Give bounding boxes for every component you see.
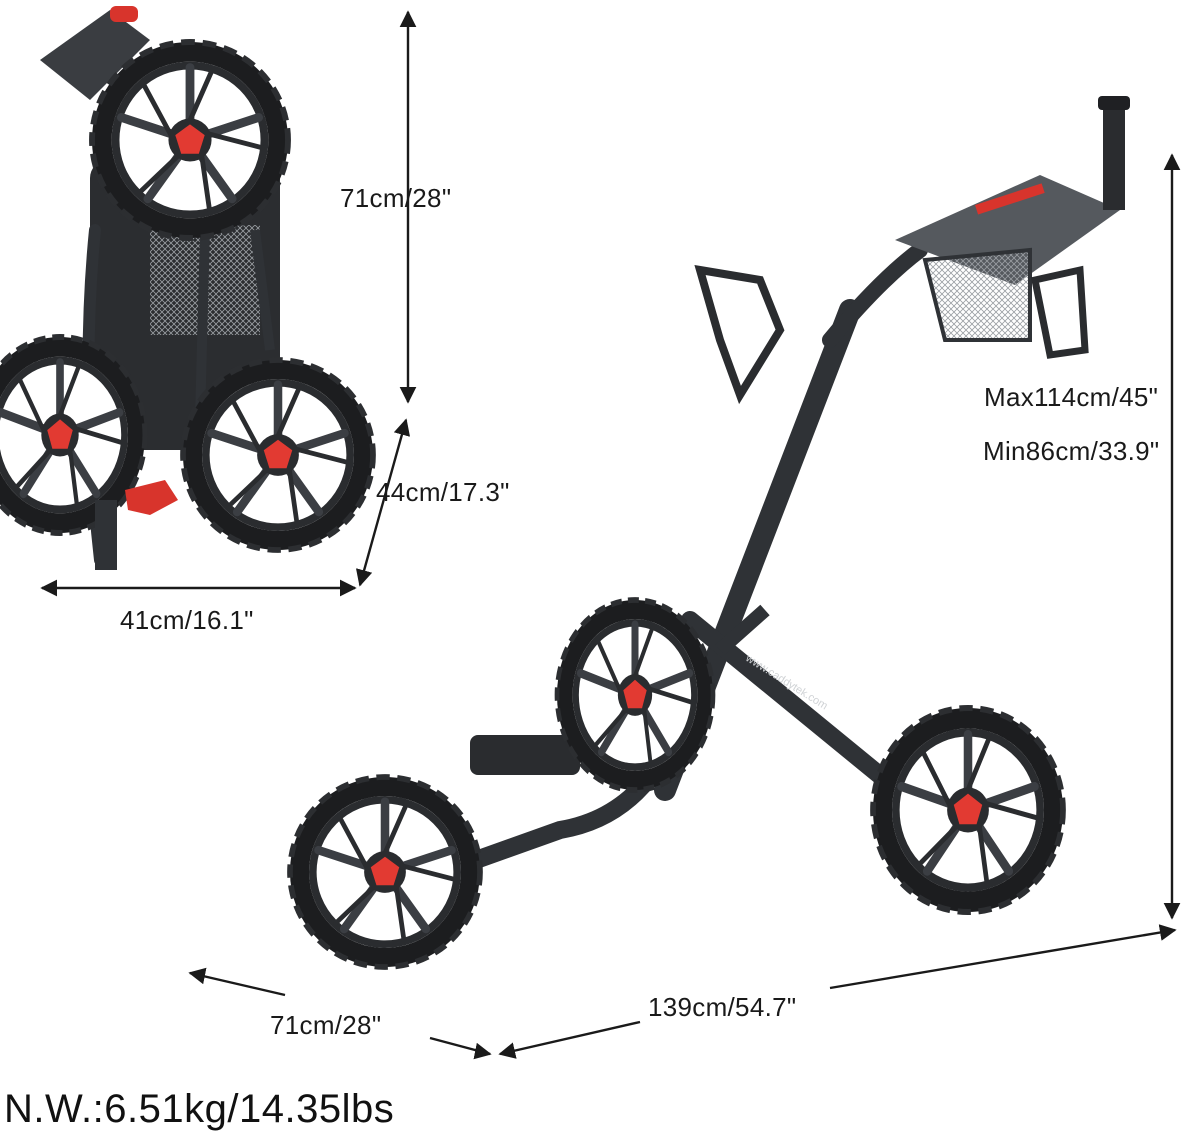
folded-width-label: 41cm/16.1" xyxy=(120,605,254,635)
folded-cart xyxy=(0,6,373,570)
folded-depth-label: 44cm/17.3" xyxy=(376,477,510,507)
folded-height-label: 71cm/28" xyxy=(340,183,452,213)
net-weight-label: N.W.:6.51kg/14.35lbs xyxy=(4,1087,395,1131)
open-width-label: 71cm/28" xyxy=(270,1010,382,1040)
max-height-label: Max114cm/45" xyxy=(984,382,1159,412)
open-length-label: 139cm/54.7" xyxy=(648,992,797,1022)
dimension-arrows xyxy=(40,10,1181,1060)
min-height-label: Min86cm/33.9" xyxy=(983,436,1160,466)
open-cart: www.caddytek.com xyxy=(290,96,1130,967)
